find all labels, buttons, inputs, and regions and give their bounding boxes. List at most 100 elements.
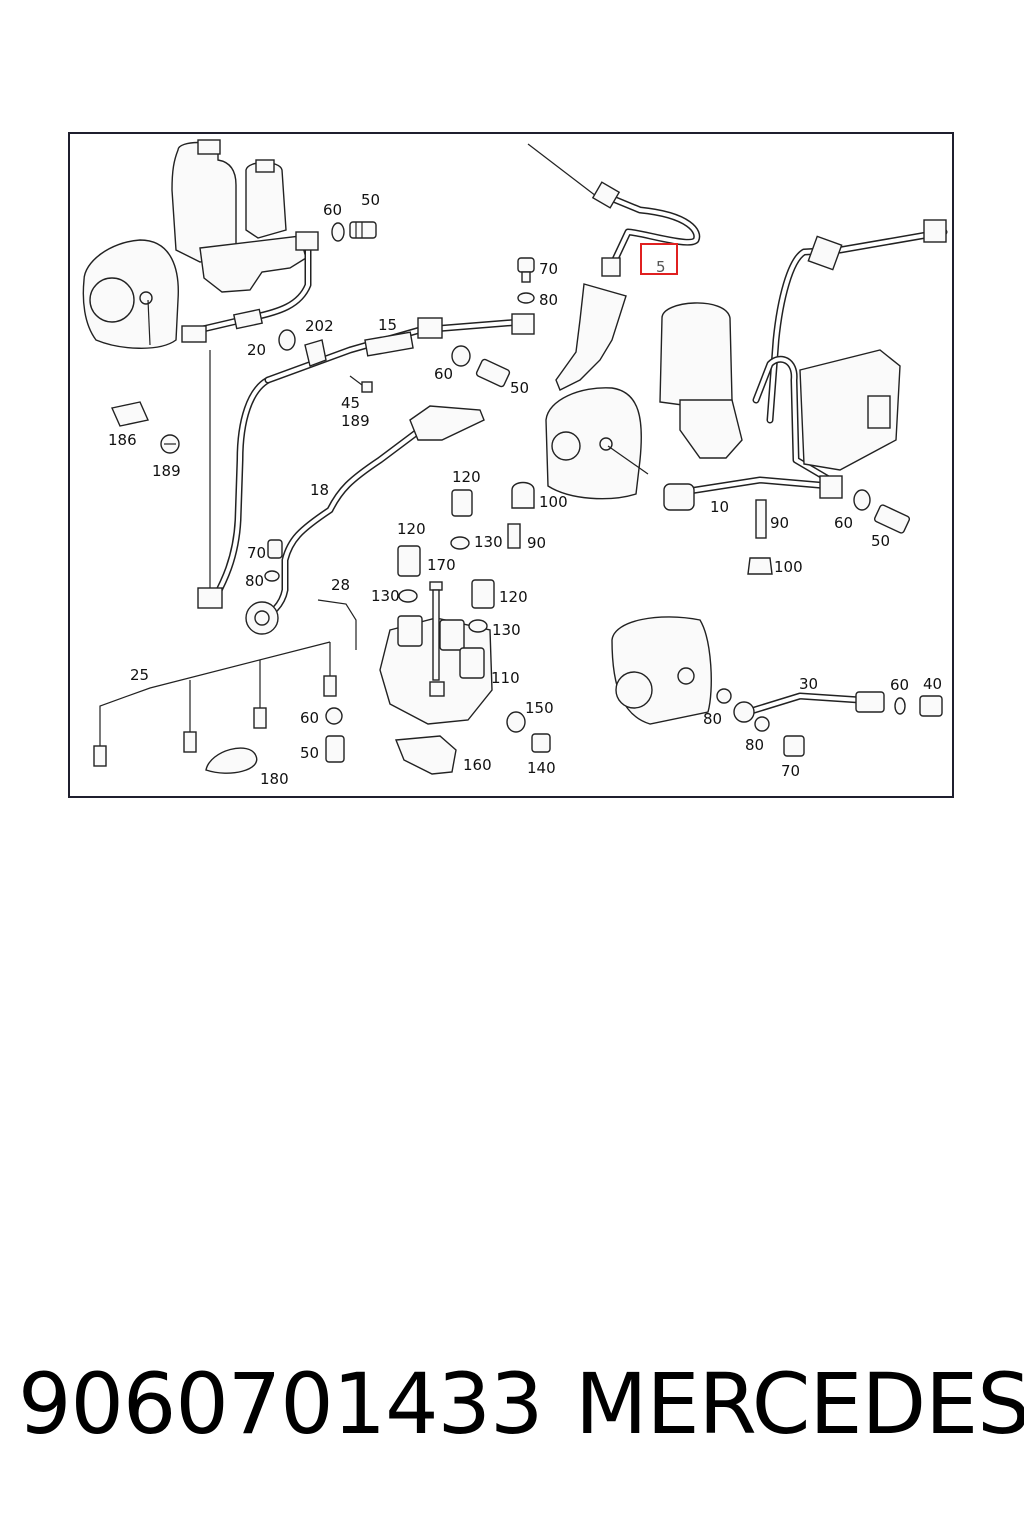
plug-70-lower-right [783, 735, 805, 757]
callout-70: 70 [247, 544, 266, 562]
callout-120: 120 [397, 520, 426, 538]
callout-15: 15 [378, 316, 397, 334]
banjo-bolt-50-right [873, 504, 911, 534]
injection-pump-right [799, 349, 901, 471]
fuel-line-10 [663, 475, 843, 511]
callout-50: 50 [361, 191, 380, 209]
callout-50: 50 [510, 379, 529, 397]
screw-189 [160, 434, 180, 454]
seal-60-lower-right [894, 697, 906, 715]
bolt-170 [429, 581, 443, 681]
fitting-40 [919, 695, 943, 717]
bleed-screw-90-right [755, 499, 767, 539]
clip-186 [111, 401, 149, 427]
callout-150: 150 [525, 699, 554, 717]
gasket-160 [395, 735, 457, 775]
callout-100: 100 [539, 493, 568, 511]
seal-130c [468, 619, 488, 633]
callout-189: 189 [341, 412, 370, 430]
fuel-line-upper-left [181, 231, 319, 343]
callout-130: 130 [371, 587, 400, 605]
callout-30: 30 [799, 675, 818, 693]
callout-202: 202 [305, 317, 334, 335]
bolt-45 [349, 375, 373, 393]
callout-70: 70 [539, 260, 558, 278]
bolt-50-lower-left [325, 735, 345, 763]
callout-140: 140 [527, 759, 556, 777]
fuel-line-18 [245, 405, 485, 635]
banjo-bolt-50-mid [475, 358, 511, 388]
banjo-bolt-50 [349, 221, 377, 239]
callout-10: 10 [710, 498, 729, 516]
injection-line-5 [527, 143, 701, 277]
seal-60-lower-left [325, 707, 343, 725]
fitting-120a [451, 489, 473, 517]
callout-25: 25 [130, 666, 149, 684]
callout-120: 120 [452, 468, 481, 486]
callout-60: 60 [834, 514, 853, 532]
callout-186: 186 [108, 431, 137, 449]
callout-180: 180 [260, 770, 289, 788]
nut-100-right [747, 557, 773, 575]
callout-80: 80 [745, 736, 764, 754]
plug-140 [531, 733, 551, 753]
seal-ring-60-mid [451, 345, 471, 367]
callout-130: 130 [474, 533, 503, 551]
injection-line-right [752, 219, 948, 484]
plug-70-left [264, 539, 283, 582]
fitting-120b [397, 545, 421, 577]
callout-50: 50 [300, 744, 319, 762]
seal-150 [506, 711, 526, 733]
seal-ring-60 [331, 222, 345, 242]
callout-60: 60 [434, 365, 453, 383]
callout-45: 45 [341, 394, 360, 412]
callout-40: 40 [923, 675, 942, 693]
callout-60: 60 [300, 709, 319, 727]
callout-80: 80 [539, 291, 558, 309]
seal-ring-60-right [853, 489, 871, 511]
callout-80: 80 [703, 710, 722, 728]
tandem-pump-mid [545, 387, 649, 500]
callout-60: 60 [323, 201, 342, 219]
callout-130: 130 [492, 621, 521, 639]
seal-130a [450, 536, 470, 550]
brand-name: MERCEDES [575, 1355, 1024, 1453]
part-number: 9060701433 [18, 1355, 543, 1453]
highlighted-part-label: 5 [656, 258, 666, 276]
callout-90: 90 [770, 514, 789, 532]
bleed-screw-90-center [507, 523, 521, 549]
callout-28: 28 [331, 576, 350, 594]
clamp-202 [304, 339, 327, 367]
fuel-line-15 [197, 313, 535, 609]
washer-20 [278, 329, 296, 351]
callout-189: 189 [152, 462, 181, 480]
callout-100: 100 [774, 558, 803, 576]
callout-50: 50 [871, 532, 890, 550]
callout-160: 160 [463, 756, 492, 774]
callout-60: 60 [890, 676, 909, 694]
callout-18: 18 [310, 481, 329, 499]
callout-labels: 60 50 70 80 202 15 20 60 50 45 189 186 1… [108, 191, 942, 788]
fitting-120c [471, 579, 495, 609]
callout-110: 110 [491, 669, 520, 687]
callout-90: 90 [527, 534, 546, 552]
fuel-filter-assembly [171, 139, 307, 293]
seal-80-lower-right [716, 688, 770, 732]
injection-pump-left [82, 239, 179, 349]
plug-screw-70 [517, 257, 535, 304]
fuel-line-30 [733, 691, 885, 723]
fuel-filter-right [659, 302, 743, 459]
highlight-box [640, 243, 678, 275]
cable-tie-180 [205, 747, 258, 774]
cable-28 [317, 599, 357, 650]
callout-20: 20 [247, 341, 266, 359]
callout-70: 70 [781, 762, 800, 780]
tandem-pump-lower [611, 616, 712, 725]
bracket [555, 283, 627, 391]
callout-120: 120 [499, 588, 528, 606]
nut-100-center [511, 481, 535, 509]
seal-130b [398, 589, 418, 603]
callout-80: 80 [245, 572, 264, 590]
wiring-harness-25 [93, 641, 337, 767]
